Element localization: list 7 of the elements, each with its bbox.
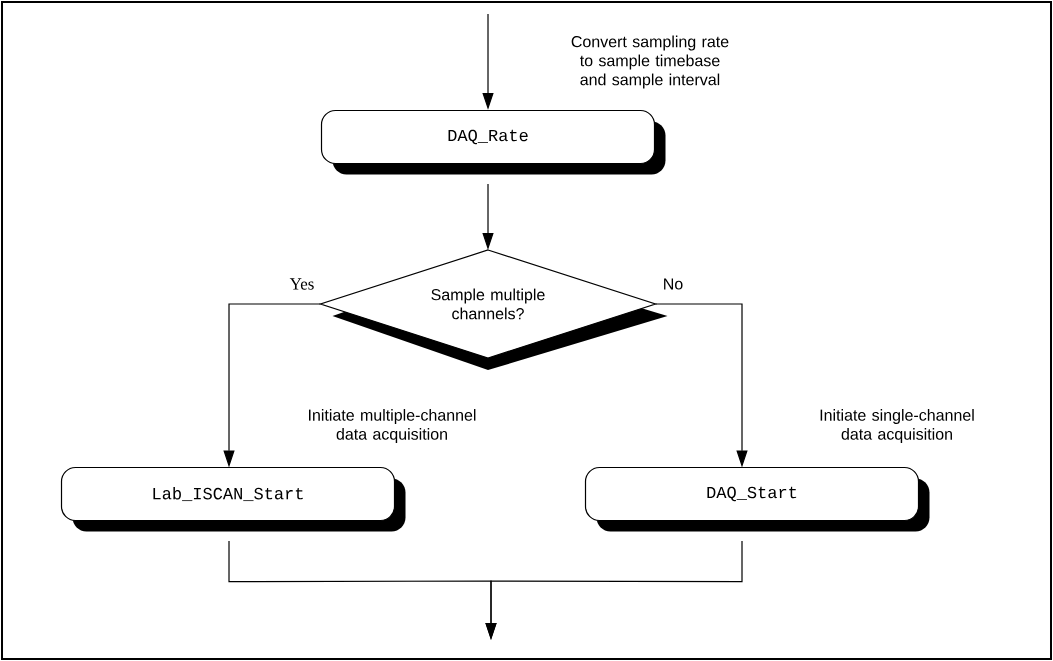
step-note: Initiate multiple-channel data acquisition: [309, 409, 476, 443]
step-note: Convert sampling rate to sample timebase and sample interval: [571, 35, 729, 89]
edge-label: Yes: [288, 277, 316, 291]
step-note: Initiate single-channel data acquisition: [820, 409, 974, 443]
process-box: DAQ_Start: [584, 466, 930, 532]
process-box: DAQ_Rate: [320, 109, 666, 175]
process-box: Lab_ISCAN_Start: [60, 466, 406, 532]
